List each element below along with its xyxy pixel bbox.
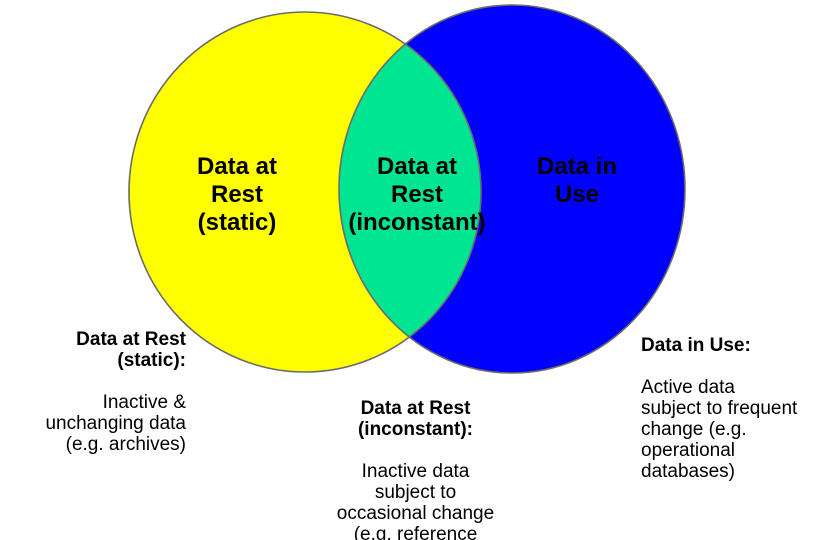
intersection-caption: Data at Rest (inconstant): Inactive data…: [318, 377, 513, 540]
intersection-label: Data at Rest (inconstant): [348, 153, 486, 236]
circle-outline-right: [338, 4, 686, 374]
intersection-caption-title: Data at Rest (inconstant):: [357, 398, 474, 440]
left-circle-caption-title: Data at Rest (static):: [76, 329, 186, 371]
right-circle-caption-body: Active data subject to frequent change (…: [641, 377, 798, 482]
right-circle-label: Data in Use: [536, 153, 617, 208]
intersection-data-at-rest-inconstant: [339, 12, 481, 372]
left-circle-caption-body: Inactive & unchanging data (e.g. archive…: [45, 392, 186, 455]
right-circle-caption-title: Data in Use:: [641, 335, 751, 356]
right-circle-caption: Data in Use: Active data subject to freq…: [641, 314, 811, 503]
circle-outline-left: [128, 11, 482, 373]
left-circle-caption: Data at Rest (static): Inactive & unchan…: [18, 308, 186, 476]
left-circle-label: Data at Rest (static): [196, 153, 278, 236]
intersection-caption-body: Inactive data subject to occasional chan…: [336, 461, 495, 540]
